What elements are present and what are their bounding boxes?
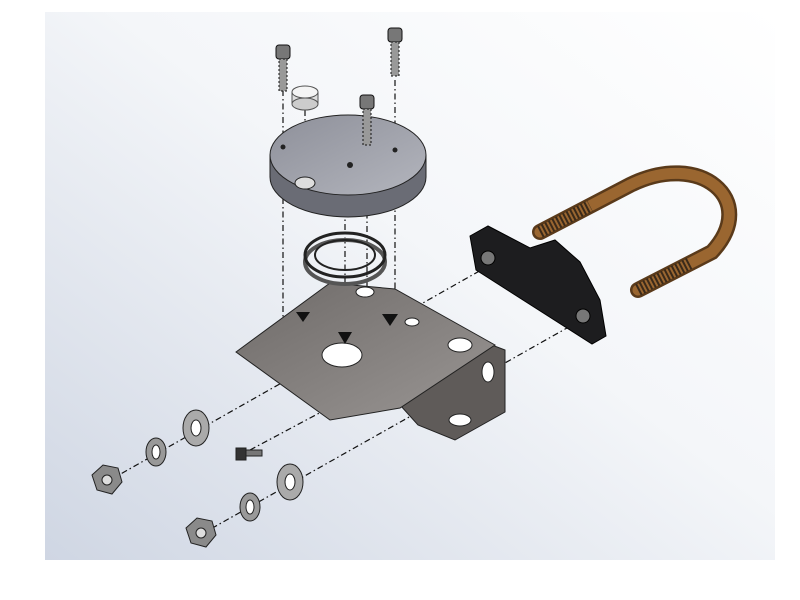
bearing-ring (303, 231, 387, 286)
spacer (291, 85, 319, 111)
u-bolt (532, 165, 738, 298)
cap-screws (275, 27, 403, 146)
flat-head-screws (296, 312, 398, 344)
clamp-plate (469, 225, 607, 345)
viewport-background (45, 12, 775, 560)
small-screw (235, 447, 263, 461)
rotator-disk (269, 114, 427, 218)
washers-and-nuts (91, 409, 304, 548)
